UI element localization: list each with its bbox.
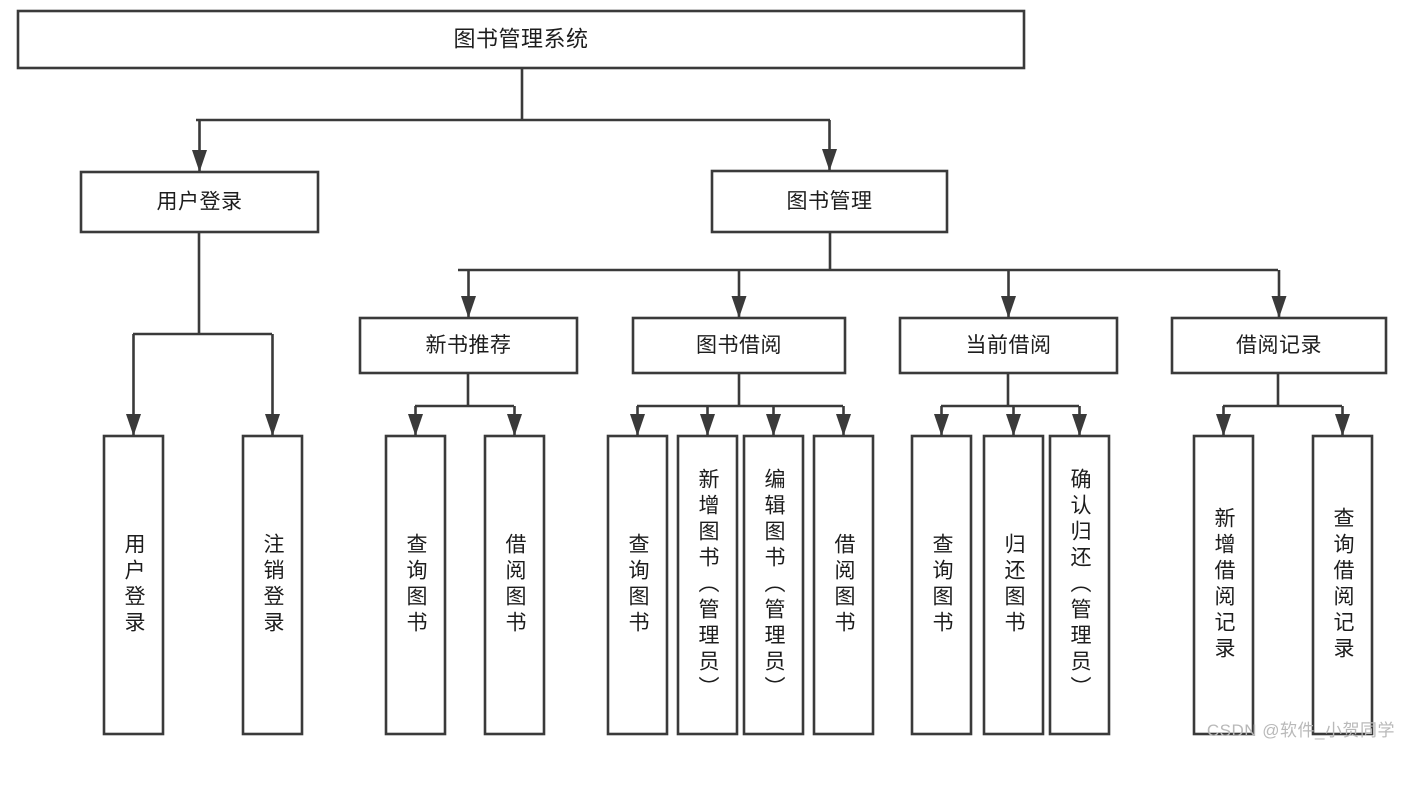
csdn-watermark: CSDN @软件_小贺同学 [1206, 721, 1395, 740]
box-layer [16, 9, 1388, 736]
arrow-leaf-3 [507, 414, 522, 436]
arrow-leaf-5 [700, 414, 715, 436]
node-leaf-9[interactable] [982, 434, 1045, 736]
arrow-leaf-11 [1216, 414, 1231, 436]
arrow-leaf-4 [630, 414, 645, 436]
node-leaf-3[interactable] [483, 434, 546, 736]
node-leaf-11[interactable] [1192, 434, 1255, 736]
arrow-leaf-9 [1006, 414, 1021, 436]
arrow-leaf-1 [265, 414, 280, 436]
arrow-leaf-10 [1072, 414, 1087, 436]
node-leaf-2[interactable] [384, 434, 447, 736]
node-root-label: 图书管理系统 [453, 26, 588, 51]
node-level2-label-2: 当前借阅 [966, 334, 1052, 357]
arrow-level2-3 [1271, 296, 1287, 318]
arrow-level1-1 [822, 149, 837, 171]
node-leaf-10[interactable] [1048, 434, 1111, 736]
arrow-leaf-0 [126, 414, 141, 436]
node-leaf-0[interactable] [102, 434, 165, 736]
node-level2-0[interactable] [358, 316, 579, 375]
arrow-level1-0 [192, 150, 207, 172]
node-leaf-12[interactable] [1311, 434, 1374, 736]
arrow-leaf-2 [408, 414, 423, 436]
diagram-canvas: 图书管理系统用户登录图书管理新书推荐图书借阅当前借阅借阅记录 用户登录注销登录查… [16, 9, 1395, 740]
arrow-level2-2 [1001, 296, 1016, 318]
node-level2-label-0: 新书推荐 [426, 334, 512, 357]
arrow-leaf-8 [934, 414, 949, 436]
node-level2-label-3: 借阅记录 [1236, 334, 1322, 357]
node-leaf-4[interactable] [606, 434, 669, 736]
node-level1-1[interactable] [710, 169, 949, 234]
arrow-leaf-12 [1335, 414, 1350, 436]
node-level2-2[interactable] [898, 316, 1119, 375]
arrow-leaf-6 [766, 414, 781, 436]
node-root[interactable] [16, 9, 1026, 70]
node-level1-0[interactable] [79, 170, 320, 234]
node-leaf-1[interactable] [241, 434, 304, 736]
node-leaf-8[interactable] [910, 434, 973, 736]
arrow-leaf-7 [836, 414, 851, 436]
node-leaf-7[interactable] [812, 434, 875, 736]
node-level1-label-1: 图书管理 [787, 190, 873, 213]
node-level2-1[interactable] [631, 316, 847, 375]
arrow-level2-1 [731, 296, 747, 318]
node-level2-label-1: 图书借阅 [696, 334, 782, 357]
node-level2-3[interactable] [1170, 316, 1388, 375]
connector-layer [126, 68, 1350, 436]
arrow-level2-0 [461, 296, 476, 318]
node-leaf-5[interactable] [676, 434, 739, 736]
node-leaf-6[interactable] [742, 434, 805, 736]
node-level1-label-0: 用户登录 [157, 191, 243, 214]
